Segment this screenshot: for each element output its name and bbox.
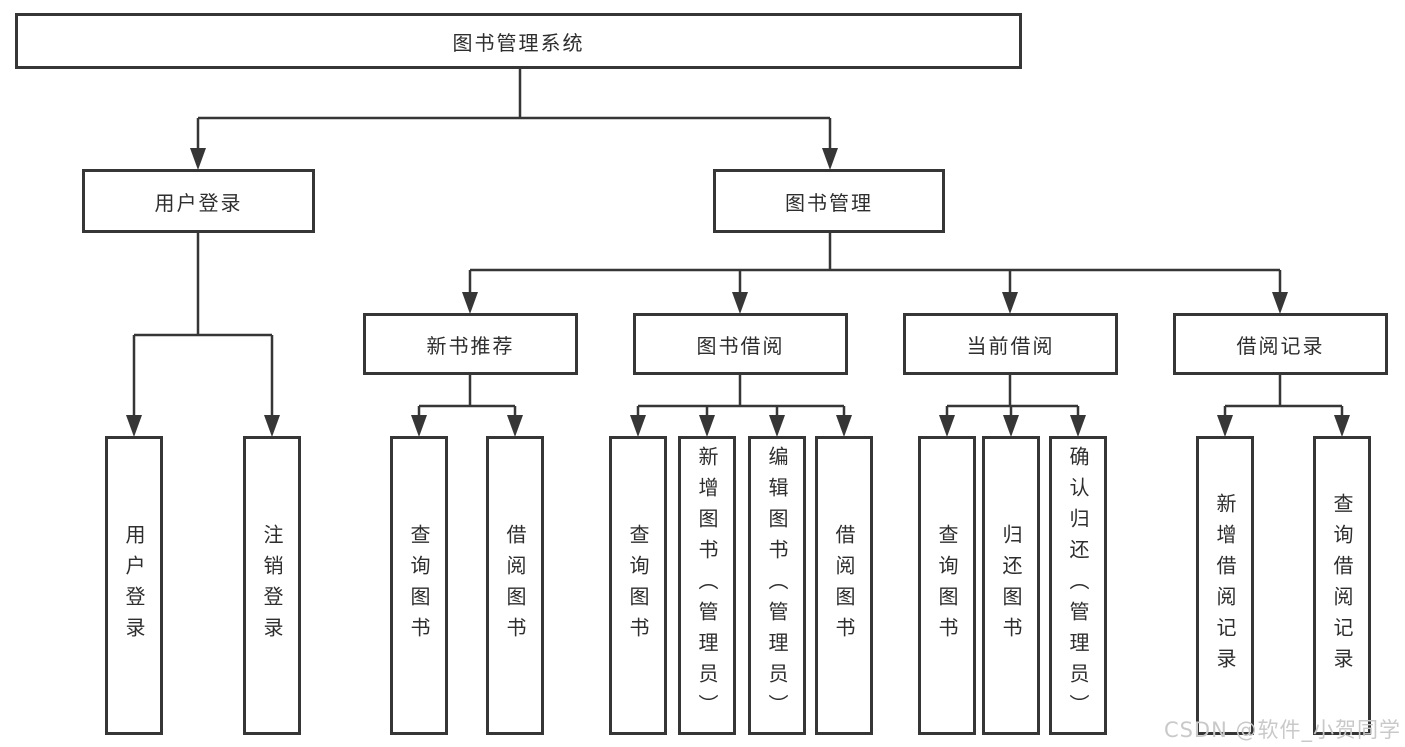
arrowhead-icon [1272,292,1288,314]
leaf-label: 新增借阅记录 [1213,492,1237,679]
arrowhead-icon [699,415,715,437]
leaf-logout: 注销登录 [243,436,301,735]
leaf-label: 注销登录 [260,523,284,648]
leaf-user-login: 用户登录 [105,436,163,735]
node-label: 用户登录 [154,190,243,215]
arrowhead-icon [822,148,838,170]
leaf-label: 归还图书 [999,523,1023,648]
leaf-confirm-return-admin: 确认归还（管理员） [1049,436,1107,735]
leaf-label: 新增图书（管理员） [695,446,719,725]
node-user-login: 用户登录 [82,169,315,233]
leaf-label: 查询图书 [407,523,431,648]
leaf-label: 借阅图书 [503,523,527,648]
arrowheads [126,148,1350,437]
leaf-label: 确认归还（管理员） [1066,446,1090,725]
arrowhead-icon [1002,292,1018,314]
arrowhead-icon [939,415,955,437]
arrowhead-icon [462,292,478,314]
node-label: 借阅记录 [1236,333,1325,358]
leaf-add-book-admin: 新增图书（管理员） [678,436,736,735]
arrowhead-icon [1003,415,1019,437]
connector-book-borrow [636,374,846,433]
leaf-label: 查询图书 [935,523,959,648]
leaf-query-books: 查询图书 [918,436,976,735]
node-label: 图书借阅 [696,333,785,358]
leaf-label: 借阅图书 [832,523,856,648]
leaf-query-books: 查询图书 [609,436,667,735]
arrowhead-icon [411,415,427,437]
leaf-query-books: 查询图书 [390,436,448,735]
leaf-edit-book-admin: 编辑图书（管理员） [748,436,806,735]
node-current-borrowing: 当前借阅 [903,313,1118,375]
leaf-query-borrow-record: 查询借阅记录 [1313,436,1371,735]
connector-root [196,67,832,166]
arrowhead-icon [1217,415,1233,437]
leaf-borrow-books: 借阅图书 [486,436,544,735]
node-book-borrowing: 图书借阅 [633,313,848,375]
node-library-system: 图书管理系统 [15,13,1022,69]
csdn-watermark: CSDN @软件_小贺同学 [1163,718,1401,742]
node-label: 图书管理系统 [452,30,585,55]
connector-user-login [132,232,274,433]
node-label: 当前借阅 [966,333,1055,358]
leaf-label: 查询借阅记录 [1330,492,1354,679]
arrowhead-icon [1070,415,1086,437]
arrowhead-icon [264,415,280,437]
node-new-book-recommendation: 新书推荐 [363,313,578,375]
connector-book-management [468,232,1282,310]
connector-borrow-records [1223,374,1344,433]
arrowhead-icon [836,415,852,437]
node-label: 图书管理 [785,190,873,215]
connector-new-book [417,374,517,433]
arrowhead-icon [507,415,523,437]
leaf-borrow-books: 借阅图书 [815,436,873,735]
leaf-label: 查询图书 [626,523,650,648]
node-label: 新书推荐 [426,333,515,358]
arrowhead-icon [126,415,142,437]
arrowhead-icon [630,415,646,437]
arrowhead-icon [769,415,785,437]
leaf-add-borrow-record: 新增借阅记录 [1196,436,1254,735]
arrowhead-icon [732,292,748,314]
node-borrowing-records: 借阅记录 [1173,313,1388,375]
arrowhead-icon [1334,415,1350,437]
arrowhead-icon [190,148,206,170]
leaf-label: 编辑图书（管理员） [765,446,789,725]
node-book-management: 图书管理 [713,169,945,233]
leaf-label: 用户登录 [122,523,146,648]
leaf-return-books: 归还图书 [982,436,1040,735]
